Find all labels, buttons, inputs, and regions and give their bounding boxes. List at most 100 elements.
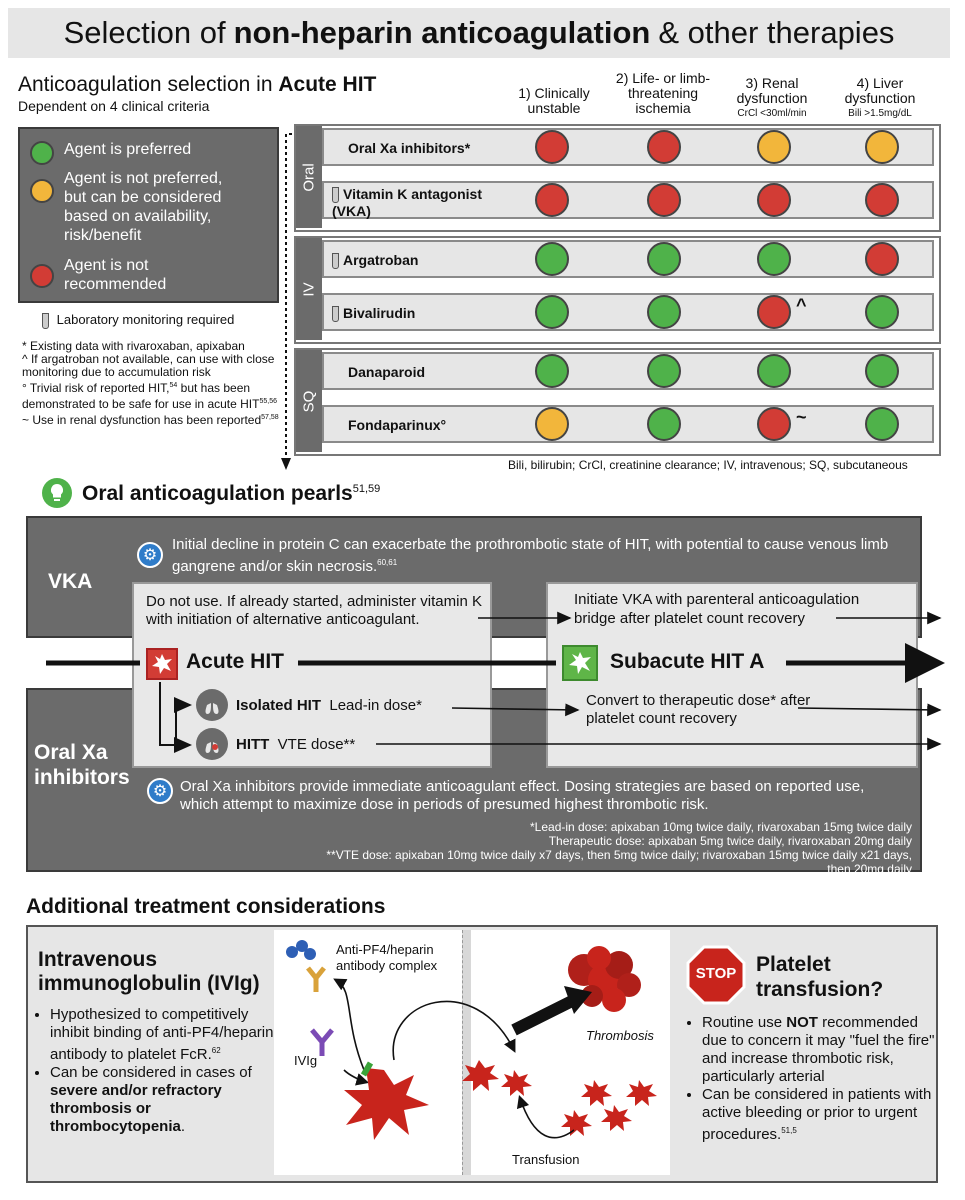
- hitt-dose: VTE dose**: [277, 736, 356, 753]
- platelet-green-icon: [562, 645, 598, 681]
- col4-l2: dysfunction: [844, 90, 916, 106]
- drug-name: Vitamin K antagonist (VKA): [332, 186, 487, 219]
- drug-name-text: Bivalirudin: [343, 305, 416, 321]
- footnote-4-text: ~ Use in renal dysfunction has been repo…: [22, 413, 262, 427]
- drug-name-text: Fondaparinux°: [348, 417, 447, 433]
- rating-dot-preferred: [647, 354, 681, 388]
- isolated-hit-row: Isolated HIT Lead-in dose*: [236, 697, 422, 714]
- platelet-b2-sup: 51,5: [781, 1126, 797, 1135]
- hitt-row: HITT VTE dose**: [236, 736, 355, 753]
- col1-l1: 1) Clinically: [518, 85, 590, 101]
- drug-row: Vitamin K antagonist (VKA): [322, 181, 934, 219]
- platelet-large-icon: [344, 1061, 429, 1140]
- platelet-bullet-1: Routine use NOT recommended due to conce…: [702, 1014, 946, 1086]
- footnote-1: * Existing data with rivaroxaban, apixab…: [22, 339, 245, 353]
- abbreviations: Bili, bilirubin; CrCl, creatinine cleara…: [508, 458, 908, 472]
- rating-dot-preferred: [757, 354, 791, 388]
- legend-considered-text: Agent is not preferred, but can be consi…: [64, 170, 223, 244]
- ivig-b2-bold: severe and/or refractory thrombosis or t…: [50, 1082, 222, 1135]
- drug-row: Argatroban: [322, 240, 934, 278]
- title-pre: Selection of: [63, 15, 226, 50]
- vka-info: Initial decline in protein C can exacerb…: [172, 536, 902, 576]
- pearls-sup: 51,59: [352, 483, 381, 495]
- platelet-bullet-2: Can be considered in patients with activ…: [702, 1086, 946, 1144]
- group-label-sq: SQ: [296, 350, 322, 452]
- platelet-b1-post: recommended due to concern it may "fuel …: [702, 1014, 935, 1085]
- ivig-title-2: immunoglobulin (IVIg): [38, 972, 260, 995]
- rating-dot-preferred: [757, 242, 791, 276]
- footnote-3b-sup: 55,56: [259, 398, 277, 405]
- panel-divider: [462, 930, 471, 1175]
- rating-dot-preferred: [535, 295, 569, 329]
- group-label-sq-text: SQ: [300, 390, 318, 412]
- drug-name: Argatroban: [332, 252, 487, 270]
- acute-hit-label: Acute HIT: [186, 650, 285, 673]
- drug-row: Bivalirudin ^: [322, 293, 934, 331]
- xa-note-1: *Lead-in dose: apixaban 10mg twice daily…: [530, 820, 912, 834]
- rating-dot-considered: [757, 130, 791, 164]
- stop-text: STOP: [695, 965, 737, 982]
- drug-name: Bivalirudin: [332, 305, 487, 323]
- platelet-bullets: Routine use NOT recommended due to conce…: [684, 1014, 946, 1144]
- rating-dot-not-recommended: [865, 242, 899, 276]
- ivig-b1-text: Hypothesized to competitively inhibit bi…: [50, 1006, 274, 1063]
- yellow-dot-icon: [30, 179, 54, 203]
- legend-considered: Agent is not preferred, but can be consi…: [30, 169, 230, 245]
- rating-dot-not-recommended: [647, 130, 681, 164]
- isolated-hit-dose: Lead-in dose*: [329, 697, 422, 714]
- stop-sign-icon: STOP: [686, 945, 746, 1005]
- col-header-3: 3) Renal dysfunction CrCl <30ml/min: [712, 76, 832, 121]
- footnote-3b: but has been demonstrated to be safe for…: [22, 381, 260, 411]
- rating-dot-preferred: [535, 354, 569, 388]
- isolated-hit-label: Isolated HIT: [236, 697, 322, 714]
- hitt-label: HITT: [236, 736, 270, 753]
- col-header-1: 1) Clinically unstable: [494, 86, 614, 116]
- xa-convert-text: Convert to therapeutic dose* after plate…: [586, 692, 811, 727]
- xa-note-3: **VTE dose: apixaban 10mg twice daily x7…: [326, 848, 912, 876]
- lungs-clot-icon: [196, 728, 228, 760]
- rating-dot-not-recommended: [757, 407, 791, 441]
- acute-title-bold: Acute HIT: [278, 73, 377, 96]
- legend-not-recommended-text: Agent is not recommended: [64, 257, 167, 293]
- rating-dot-preferred: [647, 295, 681, 329]
- test-tube-icon: [332, 253, 339, 270]
- gear-icon: ⚙: [137, 542, 163, 568]
- footnote-4: ~ Use in renal dysfunction has been repo…: [22, 411, 282, 427]
- green-dot-icon: [30, 141, 54, 165]
- ivig-b1-sup: 62: [211, 1046, 221, 1055]
- ivig-b2-pre: Can be considered in cases of: [50, 1064, 252, 1081]
- lab-note: Laboratory monitoring required: [42, 312, 234, 329]
- ivig-b2-post: .: [180, 1118, 186, 1135]
- rating-dot-preferred: [535, 242, 569, 276]
- test-tube-icon: [42, 312, 49, 329]
- col2-l2: threatening: [627, 85, 699, 101]
- acute-subtitle: Dependent on 4 clinical criteria: [18, 98, 210, 114]
- ivig-bullet-1: Hypothesized to competitively inhibit bi…: [50, 1006, 280, 1064]
- legend-box: Agent is preferred Agent is not preferre…: [18, 127, 279, 303]
- transfusion-label: Transfusion: [512, 1152, 580, 1167]
- title-post: & other therapies: [658, 15, 895, 50]
- rating-dot-preferred: [865, 407, 899, 441]
- col3-l2: dysfunction: [736, 90, 808, 106]
- platelet-red-icon: [146, 648, 178, 680]
- complex-label: Anti-PF4/heparin antibody complex: [336, 942, 438, 973]
- acute-title-pre: Anticoagulation selection in: [18, 73, 273, 96]
- drug-name-text: Argatroban: [343, 252, 419, 268]
- col1-l2: unstable: [527, 100, 581, 116]
- legend-preferred: Agent is preferred: [30, 141, 191, 165]
- platelet-title: Platelet transfusion?: [756, 952, 883, 1002]
- ivig-title: Intravenous immunoglobulin (IVIg): [38, 948, 260, 996]
- drug-name: Danaparoid: [348, 364, 503, 380]
- footnote-3: ° Trivial risk of reported HIT,54 but ha…: [22, 379, 282, 411]
- rating-dot-considered: [535, 407, 569, 441]
- xa-info: Oral Xa inhibitors provide immediate ant…: [180, 778, 865, 813]
- thrombosis-label: Thrombosis: [586, 1028, 654, 1043]
- drug-name-text: Vitamin K antagonist (VKA): [332, 186, 482, 220]
- rating-dot-preferred: [647, 242, 681, 276]
- antibody-complex-icon: [286, 940, 326, 992]
- drug-footnote-mark: ^: [796, 295, 807, 315]
- pearls-title-text: Oral anticoagulation pearls: [82, 482, 353, 505]
- group-label-iv-text: IV: [300, 281, 318, 297]
- platelet-b1-bold: NOT: [786, 1014, 818, 1031]
- rating-dot-not-recommended: [757, 295, 791, 329]
